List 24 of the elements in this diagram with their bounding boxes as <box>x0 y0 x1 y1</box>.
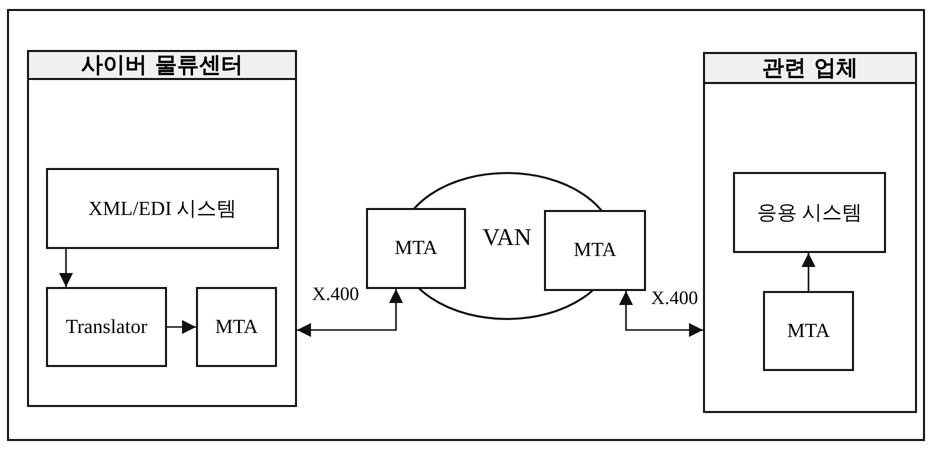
box-label: 응용 시스템 <box>757 201 862 226</box>
arrow <box>297 289 403 337</box>
box-label: Translator <box>66 316 148 338</box>
process-box <box>366 208 466 289</box>
process-box <box>46 287 167 367</box>
network-label: VAN <box>482 224 532 252</box>
box-label: MTA <box>394 237 438 260</box>
process-box <box>763 291 854 371</box>
box-label: MTA <box>787 320 830 342</box>
arrow <box>59 249 73 287</box>
group-box <box>27 50 297 407</box>
process-box <box>733 172 886 253</box>
arrow <box>802 253 816 291</box>
box-label: XML/EDI 시스템 <box>88 197 237 222</box>
process-box <box>46 168 279 249</box>
group-box <box>703 52 917 413</box>
arrow <box>167 320 196 334</box>
process-box <box>196 287 277 367</box>
arrow <box>619 291 703 337</box>
group-heading: 사이버 물류센터 <box>29 52 295 80</box>
box-label: MTA <box>574 239 616 262</box>
box-label: MTA <box>215 316 258 338</box>
process-box <box>544 210 646 291</box>
group-heading: 관련 업체 <box>705 54 915 84</box>
